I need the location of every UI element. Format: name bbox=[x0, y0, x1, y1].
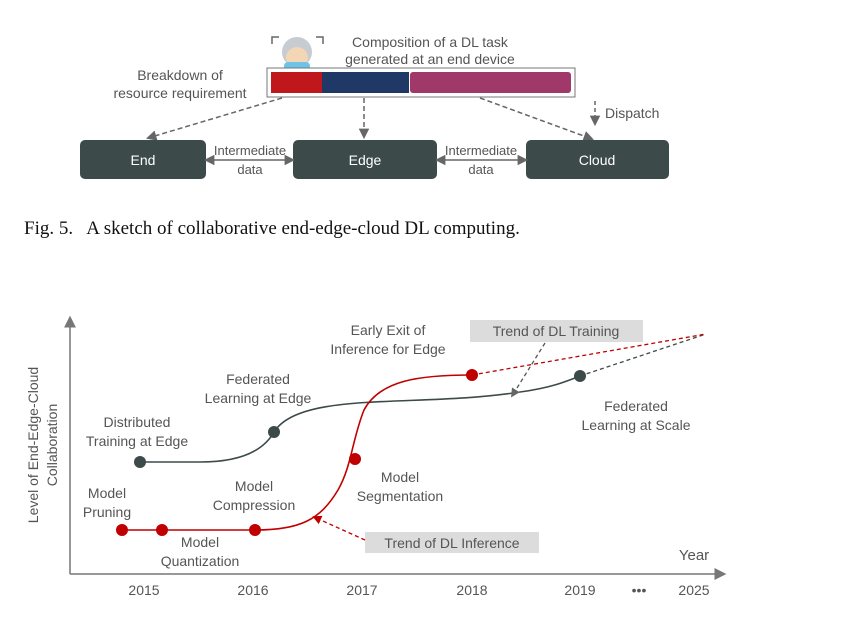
task-title-line1: Composition of a DL task bbox=[352, 34, 509, 50]
label-distributed-2: Training at Edge bbox=[86, 433, 188, 449]
tick-2015: 2015 bbox=[128, 582, 159, 598]
milestone-model-compression bbox=[249, 524, 261, 536]
end-resource-segment bbox=[271, 72, 322, 93]
label-federated-scale-2: Learning at Scale bbox=[582, 417, 691, 433]
breakdown-label-line1: Breakdown of bbox=[137, 67, 223, 83]
tick-2019: 2019 bbox=[564, 582, 595, 598]
cloud-resource-segment bbox=[410, 72, 571, 93]
label-early-exit-1: Early Exit of bbox=[351, 322, 426, 338]
arrow-to-cloud bbox=[479, 97, 594, 142]
x-axis-label: Year bbox=[679, 547, 709, 564]
inference-trend-extension bbox=[471, 333, 707, 376]
breakdown-label-line2: resource requirement bbox=[113, 85, 246, 101]
edge-node-label: Edge bbox=[349, 152, 382, 168]
figure-5-diagram: Composition of a DL task generated at an… bbox=[24, 34, 669, 239]
intermediate-1-line2: data bbox=[237, 162, 263, 177]
trend-inference-box bbox=[365, 532, 539, 553]
label-federated-edge-1: Federated bbox=[226, 371, 290, 387]
figure-6-timeline: Level of End-Edge-Cloud Collaboration Ye… bbox=[25, 315, 727, 598]
trend-inference-pointer bbox=[312, 515, 366, 541]
milestone-federated-scale bbox=[574, 370, 586, 382]
y-axis-label-line2: Collaboration bbox=[44, 404, 60, 487]
label-model-segmentation-2: Segmentation bbox=[357, 488, 443, 504]
tick-2017: 2017 bbox=[346, 582, 377, 598]
trend-training-box bbox=[470, 320, 643, 342]
label-early-exit-2: Inference for Edge bbox=[330, 341, 445, 357]
milestone-distributed-training bbox=[134, 456, 146, 468]
label-model-pruning-2: Pruning bbox=[83, 504, 131, 520]
task-composition-bar bbox=[266, 67, 576, 98]
label-model-quantization-1: Model bbox=[181, 534, 219, 550]
cloud-node bbox=[526, 140, 669, 179]
end-node bbox=[80, 140, 206, 179]
edge-resource-segment bbox=[322, 72, 409, 93]
y-axis-label-line1: Level of End-Edge-Cloud bbox=[25, 367, 41, 523]
cloud-node-label: Cloud bbox=[579, 152, 616, 168]
tick-2018: 2018 bbox=[456, 582, 487, 598]
intermediate-2-line1: Intermediate bbox=[445, 143, 517, 158]
label-federated-edge-2: Learning at Edge bbox=[205, 390, 312, 406]
trend-training-pointer bbox=[511, 342, 546, 398]
edge-node bbox=[293, 140, 437, 179]
figure-5-caption: Fig. 5. A sketch of collaborative end-ed… bbox=[24, 218, 520, 239]
milestone-federated-edge bbox=[268, 426, 280, 438]
milestone-model-segmentation bbox=[349, 453, 361, 465]
label-model-segmentation-1: Model bbox=[381, 469, 419, 485]
milestone-model-pruning bbox=[116, 524, 128, 536]
training-curve bbox=[140, 375, 581, 463]
end-node-label: End bbox=[131, 152, 156, 168]
label-model-compression-1: Model bbox=[235, 478, 273, 494]
label-federated-scale-1: Federated bbox=[604, 398, 668, 414]
tick-ellipsis: ••• bbox=[632, 582, 647, 598]
label-model-compression-2: Compression bbox=[213, 497, 295, 513]
intermediate-2-line2: data bbox=[468, 162, 494, 177]
label-model-quantization-2: Quantization bbox=[161, 553, 240, 569]
arrow-to-end bbox=[145, 97, 283, 141]
tick-2025: 2025 bbox=[678, 582, 709, 598]
trend-training-label: Trend of DL Training bbox=[493, 323, 620, 339]
milestone-model-quantization bbox=[156, 524, 168, 536]
trend-inference-label: Trend of DL Inference bbox=[384, 535, 519, 551]
tick-2016: 2016 bbox=[237, 582, 268, 598]
label-distributed-1: Distributed bbox=[104, 414, 171, 430]
intermediate-1-line1: Intermediate bbox=[214, 143, 286, 158]
task-title-line2: generated at an end device bbox=[345, 51, 515, 67]
inference-curve bbox=[122, 374, 473, 531]
training-trend-extension bbox=[579, 333, 707, 377]
milestone-early-exit bbox=[466, 369, 478, 381]
dispatch-label: Dispatch bbox=[605, 105, 659, 121]
label-model-pruning-1: Model bbox=[88, 485, 126, 501]
